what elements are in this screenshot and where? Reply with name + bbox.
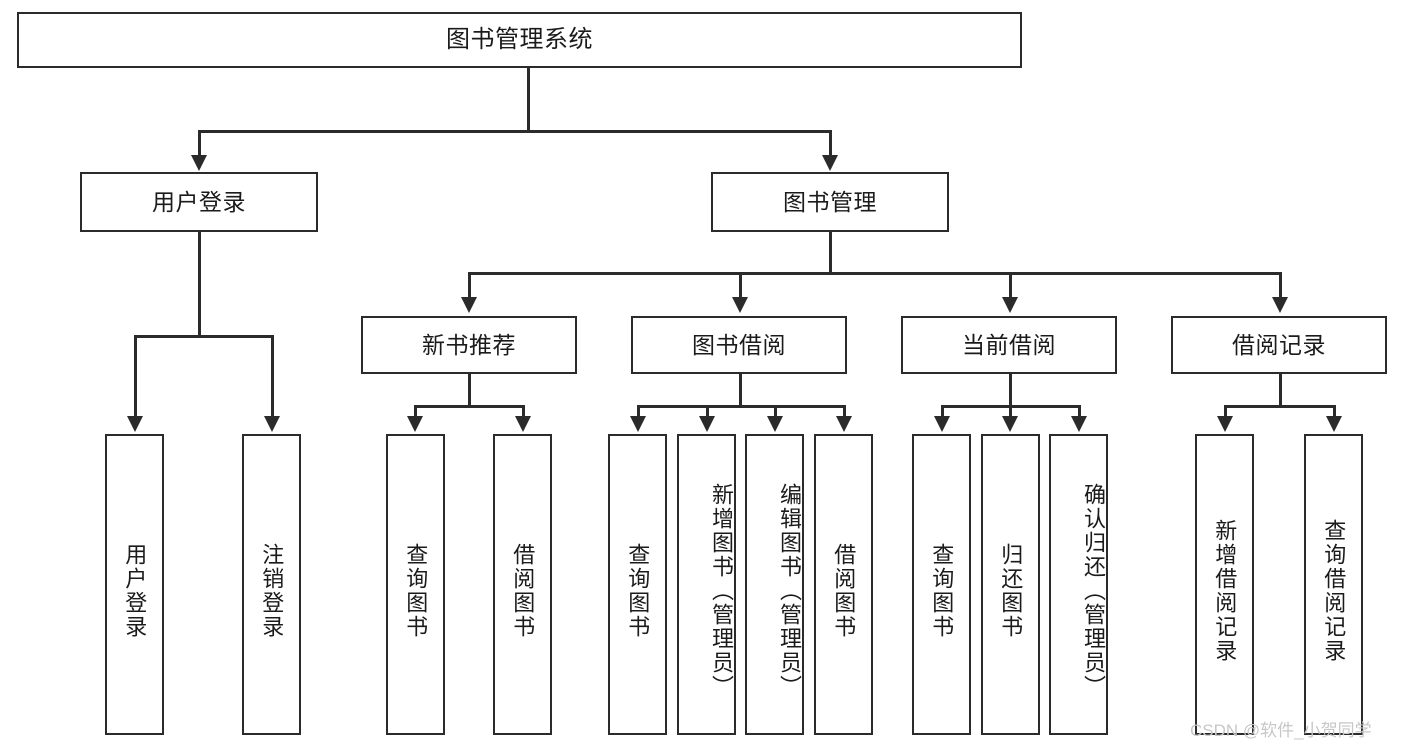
node-label: 确认归还（管理员）	[1081, 482, 1106, 699]
edge-current-borrow-leaf-0	[941, 405, 944, 418]
arrow-new-book-leaf-0	[407, 416, 423, 432]
edge-level2-bar	[198, 130, 830, 133]
node-label: 用户登录	[122, 542, 148, 639]
edge-current-borrow-leaf-1	[1009, 405, 1012, 418]
arrow-to-user-login	[191, 155, 207, 171]
arrow-new-book-leaf-1	[515, 416, 531, 432]
node-current-borrow[interactable]: 当前借阅	[901, 316, 1117, 374]
node-label: 借阅图书	[510, 542, 536, 639]
edge-to-book-borrow	[739, 272, 742, 298]
edge-user-login-bar	[134, 335, 273, 338]
node-label: 当前借阅	[962, 331, 1056, 358]
node-label: 新增图书（管理员）	[709, 482, 734, 699]
node-label: 图书管理系统	[446, 26, 593, 54]
leaf-borrow-record-1[interactable]: 查询借阅记录	[1304, 434, 1363, 735]
arrow-current-borrow-leaf-2	[1071, 416, 1087, 432]
node-label: 查询图书	[403, 542, 429, 639]
arrow-book-borrow-leaf-3	[836, 416, 852, 432]
edge-borrow-record-trunk	[1279, 374, 1282, 407]
node-book-management[interactable]: 图书管理	[711, 172, 949, 232]
edge-user-login-trunk	[198, 232, 201, 337]
arrow-to-new-book	[461, 297, 477, 313]
leaf-current-borrow-0[interactable]: 查询图书	[912, 434, 971, 735]
arrow-to-book-borrow	[732, 297, 748, 313]
leaf-book-borrow-3[interactable]: 借阅图书	[814, 434, 873, 735]
node-label: 用户登录	[152, 188, 246, 215]
leaf-borrow-record-0[interactable]: 新增借阅记录	[1195, 434, 1254, 735]
edge-current-borrow-leaf-2	[1078, 405, 1081, 418]
arrow-borrow-record-leaf-1	[1326, 416, 1342, 432]
edge-to-current-borrow	[1009, 272, 1012, 298]
arrow-to-current-borrow	[1002, 297, 1018, 313]
node-label: 查询图书	[929, 542, 955, 639]
arrow-user-login-leaf-1	[264, 416, 280, 432]
leaf-new-book-1[interactable]: 借阅图书	[493, 434, 552, 735]
edge-borrow-record-bar	[1224, 405, 1335, 408]
node-label: 借阅图书	[831, 542, 857, 639]
edge-user-login-leaf-0	[134, 335, 137, 418]
node-book-management-system[interactable]: 图书管理系统	[17, 12, 1022, 68]
leaf-book-borrow-2[interactable]: 编辑图书（管理员）	[745, 434, 804, 735]
arrow-book-borrow-leaf-2	[767, 416, 783, 432]
arrow-to-book-management	[822, 155, 838, 171]
arrow-book-borrow-leaf-0	[630, 416, 646, 432]
edge-book-borrow-bar	[637, 405, 844, 408]
edge-to-borrow-record	[1279, 272, 1282, 298]
arrow-user-login-leaf-0	[127, 416, 143, 432]
edge-borrow-record-leaf-1	[1333, 405, 1336, 418]
leaf-current-borrow-1[interactable]: 归还图书	[981, 434, 1040, 735]
leaf-book-borrow-1[interactable]: 新增图书（管理员）	[677, 434, 736, 735]
edge-root-trunk	[527, 68, 530, 132]
node-book-borrow[interactable]: 图书借阅	[631, 316, 847, 374]
edge-book-borrow-leaf-2	[774, 405, 777, 418]
edge-new-book-leaf-1	[522, 405, 525, 418]
node-user-login[interactable]: 用户登录	[80, 172, 318, 232]
node-label: 新书推荐	[422, 331, 516, 358]
edge-borrow-record-leaf-0	[1224, 405, 1227, 418]
edge-book-borrow-leaf-3	[843, 405, 846, 418]
arrow-current-borrow-leaf-0	[934, 416, 950, 432]
edge-book-borrow-leaf-0	[637, 405, 640, 418]
leaf-user-login-0[interactable]: 用户登录	[105, 434, 164, 735]
arrow-borrow-record-leaf-0	[1217, 416, 1233, 432]
edge-current-borrow-trunk	[1009, 374, 1012, 407]
node-label: 新增借阅记录	[1212, 518, 1238, 663]
leaf-current-borrow-2[interactable]: 确认归还（管理员）	[1049, 434, 1108, 735]
node-label: 注销登录	[259, 542, 285, 639]
node-label: 借阅记录	[1232, 331, 1326, 358]
node-borrow-record[interactable]: 借阅记录	[1171, 316, 1387, 374]
node-label: 归还图书	[998, 542, 1024, 639]
csdn-watermark: CSDN @软件_小贺同学	[1190, 721, 1372, 740]
edge-book-borrow-leaf-1	[706, 405, 709, 418]
edge-book-management-trunk	[829, 232, 832, 274]
edge-new-book-trunk	[468, 374, 471, 407]
edge-new-book-bar	[414, 405, 524, 408]
node-label: 编辑图书（管理员）	[777, 482, 802, 699]
edge-to-book-management	[829, 130, 832, 156]
node-label: 图书借阅	[692, 331, 786, 358]
edge-new-book-leaf-0	[414, 405, 417, 418]
edge-book-borrow-trunk	[739, 374, 742, 407]
arrow-to-borrow-record	[1272, 297, 1288, 313]
node-label: 查询图书	[625, 542, 651, 639]
arrow-current-borrow-leaf-1	[1002, 416, 1018, 432]
edge-to-new-book	[468, 272, 471, 298]
leaf-new-book-0[interactable]: 查询图书	[386, 434, 445, 735]
edge-level3-bar	[468, 272, 1280, 275]
node-label: 图书管理	[783, 188, 877, 215]
leaf-book-borrow-0[interactable]: 查询图书	[608, 434, 667, 735]
node-label: 查询借阅记录	[1321, 518, 1347, 663]
arrow-book-borrow-leaf-1	[699, 416, 715, 432]
node-new-book-recommend[interactable]: 新书推荐	[361, 316, 577, 374]
leaf-user-login-1[interactable]: 注销登录	[242, 434, 301, 735]
edge-to-user-login	[198, 130, 201, 156]
edge-user-login-leaf-1	[271, 335, 274, 418]
